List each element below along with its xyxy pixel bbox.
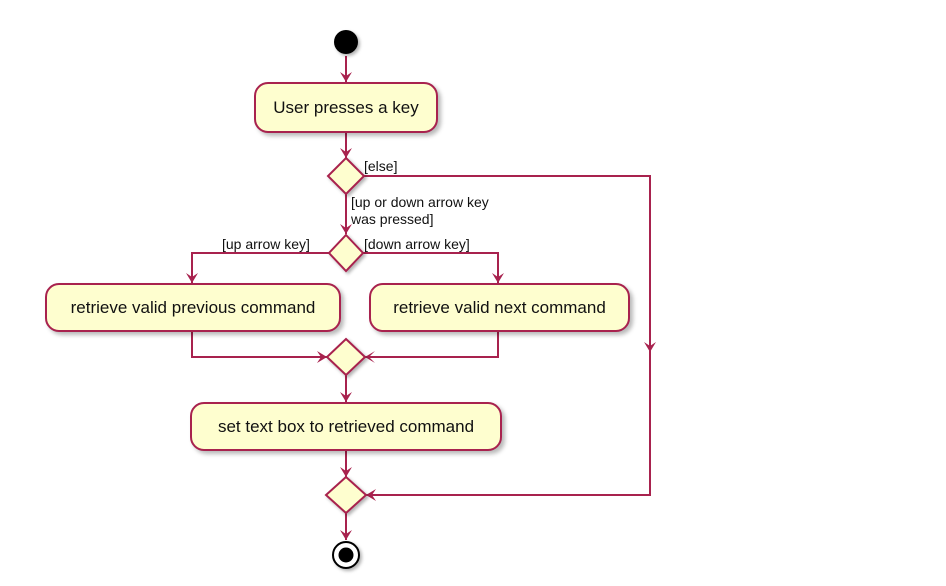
- guard-up-arrow: [up arrow key]: [222, 236, 310, 252]
- end-node: [332, 541, 360, 569]
- flow-prev-to-merge: [191, 332, 327, 358]
- flow-down-branch: [363, 252, 499, 283]
- guard-arrow-key-line1: [up or down arrow key: [351, 194, 489, 210]
- action-user-presses-key: User presses a key: [254, 82, 438, 133]
- arrowhead: [644, 342, 656, 352]
- arrowhead: [340, 72, 352, 82]
- arrowhead: [340, 467, 352, 477]
- arrowhead: [340, 392, 352, 402]
- arrowhead: [340, 224, 352, 234]
- guard-else: [else]: [364, 158, 398, 174]
- flow-up-branch: [191, 252, 329, 283]
- guard-arrow-key-line2: was pressed]: [351, 211, 434, 227]
- arrowhead: [340, 530, 352, 540]
- decision-key-type: [326, 156, 366, 196]
- arrowhead: [492, 273, 504, 283]
- arrowhead: [186, 273, 198, 283]
- arrowhead: [365, 351, 375, 363]
- action-retrieve-previous-command: retrieve valid previous command: [45, 283, 341, 332]
- arrowhead: [366, 489, 376, 501]
- action-retrieve-next-command: retrieve valid next command: [369, 283, 630, 332]
- arrowhead: [317, 351, 327, 363]
- merge-final: [324, 475, 368, 515]
- arrowhead: [340, 148, 352, 158]
- start-node: [334, 30, 358, 54]
- decision-arrow-direction: [327, 233, 365, 273]
- guard-down-arrow: [down arrow key]: [364, 236, 470, 252]
- flow-next-to-merge: [365, 332, 499, 358]
- flow-else-branch: [364, 175, 651, 496]
- action-set-text-box: set text box to retrieved command: [190, 402, 502, 451]
- merge-arrow-branches: [325, 337, 367, 377]
